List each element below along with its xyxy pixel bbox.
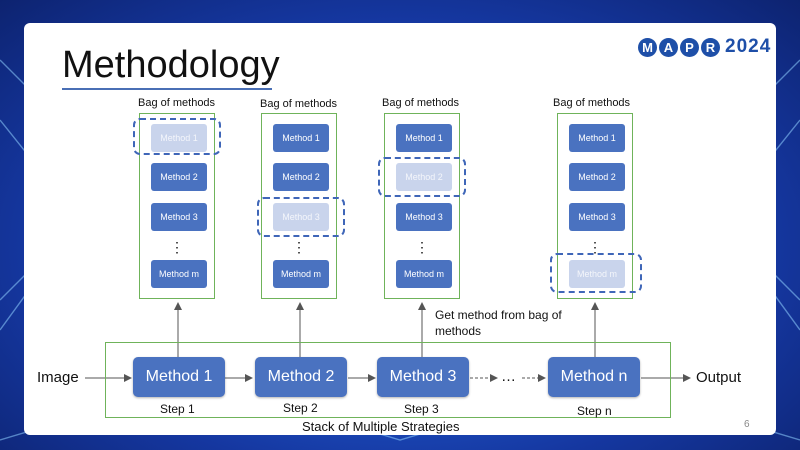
selected-method-highlight — [550, 253, 642, 293]
bag-of-methods-3: Method 1 Method 2 Method 3 ⋮ Method m — [384, 113, 460, 299]
bag-method-item: Method 1 — [151, 124, 207, 152]
input-label: Image — [37, 369, 79, 386]
bag-label: Bag of methods — [382, 97, 460, 109]
step-method-box: Method n — [548, 357, 640, 397]
bag-label: Bag of methods — [138, 97, 216, 109]
output-label: Output — [696, 369, 742, 386]
bag-of-methods-4: Method 1 Method 2 Method 3 ⋮ Method m — [557, 113, 633, 299]
step-label: Step 2 — [283, 401, 318, 415]
bag-method-item: Method m — [273, 260, 329, 288]
bag-method-item: Method 3 — [569, 203, 625, 231]
logo-letter: P — [680, 37, 699, 57]
bag-more-dots: ⋮ — [170, 239, 184, 255]
bag-method-item: Method 1 — [396, 124, 452, 152]
bag-method-item: Method 3 — [273, 203, 329, 231]
step-method-box: Method 3 — [377, 357, 469, 397]
bag-label: Bag of methods — [553, 97, 631, 109]
step-label: Step 3 — [404, 402, 439, 416]
bag-method-item: Method m — [151, 260, 207, 288]
page-number: 6 — [744, 419, 750, 430]
step-label: Step n — [577, 404, 612, 418]
bag-more-dots: ⋮ — [292, 239, 306, 255]
slide-title: Methodology — [62, 44, 280, 86]
selected-method-highlight — [257, 197, 345, 237]
bag-method-item: Method m — [396, 260, 452, 288]
selected-method-highlight — [133, 118, 221, 155]
selected-method-highlight — [378, 157, 466, 197]
bag-method-item: Method 2 — [151, 163, 207, 191]
bag-method-item: Method 3 — [151, 203, 207, 231]
bag-method-item: Method m — [569, 260, 625, 288]
bag-method-item: Method 2 — [569, 163, 625, 191]
conference-logo: M A P R 2024 — [638, 36, 771, 58]
step-method-box: Method 2 — [255, 357, 347, 397]
bag-method-item: Method 3 — [396, 203, 452, 231]
bag-method-item: Method 1 — [569, 124, 625, 152]
title-underline — [62, 88, 272, 90]
logo-year: 2024 — [725, 36, 772, 57]
bag-label: Bag of methods — [260, 98, 338, 110]
bag-of-methods-1: Method 1 Method 2 Method 3 ⋮ Method m — [139, 113, 215, 299]
logo-letter: R — [701, 37, 720, 57]
stack-frame — [105, 342, 671, 418]
bag-more-dots: ⋮ — [415, 239, 429, 255]
bag-method-item: Method 1 — [273, 124, 329, 152]
stack-label: Stack of Multiple Strategies — [302, 419, 460, 434]
step-method-box: Method 1 — [133, 357, 225, 397]
bag-method-item: Method 2 — [273, 163, 329, 191]
step-label: Step 1 — [160, 402, 195, 416]
logo-letter: M — [638, 37, 657, 57]
bag-of-methods-2: Method 1 Method 2 Method 3 ⋮ Method m — [261, 113, 337, 299]
bag-method-item: Method 2 — [396, 163, 452, 191]
steps-ellipsis: … — [501, 368, 516, 385]
get-method-annotation: Get method from bag of methods — [435, 308, 562, 338]
bag-more-dots: ⋮ — [588, 239, 602, 255]
logo-letter: A — [659, 37, 678, 57]
